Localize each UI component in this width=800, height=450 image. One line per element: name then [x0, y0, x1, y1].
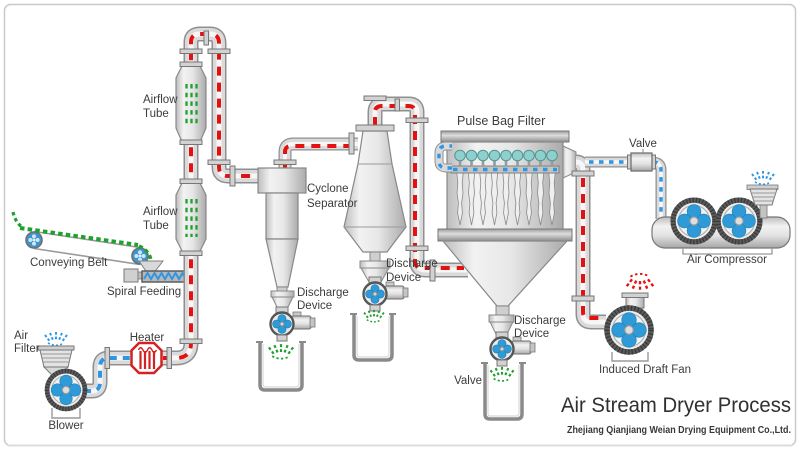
- pulse-air-inlet-loop: [434, 141, 452, 173]
- label-induced-draft-fan: Induced Draft Fan: [599, 364, 691, 376]
- bag-cap-icon: [488, 149, 501, 162]
- conveying-belt: [11, 211, 153, 266]
- pipe-cyclone-outlet: [273, 132, 358, 172]
- company-name: Zhejiang Qianjiang Weian Drying Equipmen…: [567, 425, 791, 436]
- cyclone-separator: [257, 167, 307, 293]
- valve-body: [630, 152, 653, 172]
- fan-wheel-icon: [47, 371, 85, 409]
- airflow-tube-lower: [175, 178, 207, 256]
- filter-bottom-rim: [437, 228, 573, 242]
- material-flow-in-tube: [185, 199, 198, 237]
- label-airflow-tube-lower: Airflow: [143, 206, 178, 218]
- title-block: Air Stream Dryer Process Zhejiang Qianji…: [561, 394, 791, 436]
- label-discharge-device: Device: [297, 300, 332, 312]
- heater-coil-top-icon: [137, 347, 158, 353]
- bag-cap-icon: [534, 149, 547, 162]
- label-discharge-device: Discharge: [514, 315, 566, 327]
- discharge-device-expansion: [350, 260, 410, 362]
- label-valve: Valve: [454, 375, 482, 387]
- expansion-body: [343, 130, 407, 253]
- pipe-to-bag-filter: [363, 95, 468, 282]
- fan-base: [611, 352, 649, 362]
- cyclone-cap: [257, 167, 307, 194]
- heater: [130, 341, 163, 375]
- label-airflow-tube-lower: Tube: [143, 220, 169, 232]
- heater-coil-icon: [139, 351, 156, 369]
- compressor-wheel-icon: [718, 200, 760, 242]
- bag-cap-icon: [546, 149, 558, 162]
- material-flow-in-tube: [185, 84, 198, 124]
- pipe-flanges-main: [104, 30, 236, 369]
- label-cyclone-separator: Separator: [307, 198, 358, 210]
- label-discharge-device: Device: [386, 272, 421, 284]
- collection-bin: [352, 314, 394, 362]
- spiral-feeder: [123, 268, 188, 283]
- label-air-compressor: Air Compressor: [687, 254, 767, 266]
- label-heater: Heater: [130, 332, 165, 344]
- label-air-filter: Air: [14, 330, 28, 342]
- heater-body: [130, 341, 163, 375]
- equipment-labels: Airflow Tube Airflow Tube Conveying Belt…: [14, 94, 767, 432]
- bag-cap-icon: [477, 149, 489, 162]
- label-pulse-bag-filter: Pulse Bag Filter: [457, 114, 545, 128]
- material-feed-flow: [11, 211, 24, 230]
- bag-cap-icon: [511, 149, 524, 162]
- compressed-air-valve: [627, 149, 656, 172]
- label-valve: Valve: [629, 138, 657, 150]
- collection-bin: [483, 363, 524, 421]
- collection-bin: [258, 342, 304, 392]
- label-cyclone-separator: Cyclone: [307, 183, 349, 195]
- label-blower: Blower: [48, 420, 83, 432]
- expansion-separator: [343, 124, 407, 262]
- pulse-bag-filter: [434, 130, 577, 317]
- label-air-filter: Filter: [14, 343, 40, 355]
- discharge-device-bag-filter: [481, 314, 537, 421]
- airflow-tube-upper: [175, 61, 207, 145]
- bag-cap-icon: [465, 149, 478, 162]
- material-on-belt-flow: [19, 226, 139, 247]
- air-compressor: [651, 170, 791, 255]
- label-discharge-device: Discharge: [297, 287, 349, 299]
- material-drop-flow: [138, 244, 153, 262]
- bag-cap-icon: [500, 149, 512, 162]
- induced-draft-fan: [607, 272, 655, 362]
- label-discharge-device: Device: [514, 328, 549, 340]
- pipe-exhaust-to-fan: [571, 154, 606, 330]
- label-airflow-tube-upper: Airflow: [143, 94, 178, 106]
- label-airflow-tube-upper: Tube: [143, 108, 169, 120]
- fan-wheel-icon: [607, 308, 651, 352]
- filter-bags: [456, 172, 556, 226]
- label-discharge-device: Discharge: [386, 258, 438, 270]
- cold-air-flow: [84, 356, 130, 393]
- label-spiral-feeding: Spiral Feeding: [107, 286, 181, 298]
- bag-cap-icon: [523, 149, 535, 162]
- bag-caps: [454, 149, 558, 166]
- blower: [47, 371, 85, 419]
- hot-air-flow: [373, 104, 464, 270]
- label-conveying-belt: Conveying Belt: [30, 257, 108, 269]
- feeder-motor: [123, 268, 139, 283]
- discharge-device-cyclone: [256, 290, 317, 392]
- hot-air-flow: [283, 144, 352, 170]
- cyclone-cone: [265, 238, 299, 288]
- blower-base: [51, 408, 81, 419]
- cyclone-body: [265, 192, 299, 240]
- belt-pulley-icon: [25, 231, 43, 249]
- compressor-wheel-icon: [673, 200, 715, 242]
- feeder-screw-icon: [143, 270, 186, 281]
- compressor-base: [682, 248, 773, 255]
- hot-air-flow: [581, 178, 600, 320]
- filter-top-rim: [440, 130, 570, 143]
- diagram-title: Air Stream Dryer Process: [561, 394, 791, 417]
- bag-cap-icon: [454, 149, 466, 162]
